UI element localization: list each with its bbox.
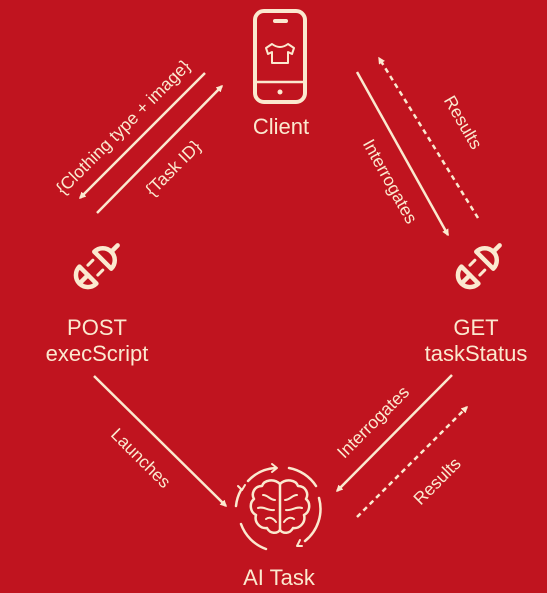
- post-method-label: POST: [67, 315, 127, 340]
- brain-cycle-icon: [234, 463, 322, 551]
- edge-label-results-ai: Results: [409, 453, 465, 509]
- arrow-post-to-ai: [93, 375, 227, 507]
- arrow-get-to-ai: [336, 374, 453, 492]
- smartphone-tshirt-icon: [253, 9, 307, 104]
- edge-label-interrogates-client: Interrogates: [359, 136, 422, 228]
- client-label: Client: [253, 114, 309, 139]
- arrow-post-to-client: [96, 85, 223, 214]
- edge-label-launches: Launches: [107, 424, 175, 492]
- arrow-client-to-post: [79, 72, 206, 199]
- get-method-label: GET: [453, 315, 498, 340]
- arrow-client-to-get: [355, 71, 450, 237]
- plug-icon: [455, 243, 502, 290]
- get-endpoint-label: taskStatus: [425, 341, 528, 366]
- edge-label-results-client: Results: [440, 92, 487, 153]
- plug-icon: [73, 243, 120, 290]
- post-endpoint-label: execScript: [46, 341, 149, 366]
- arrow-ai-to-get: [356, 406, 468, 518]
- edge-label-interrogates-ai: Interrogates: [333, 382, 413, 462]
- edge-label-task-id: {Task ID}: [141, 136, 205, 200]
- arrow-get-to-client: [377, 56, 480, 219]
- ai-task-label: AI Task: [243, 565, 316, 590]
